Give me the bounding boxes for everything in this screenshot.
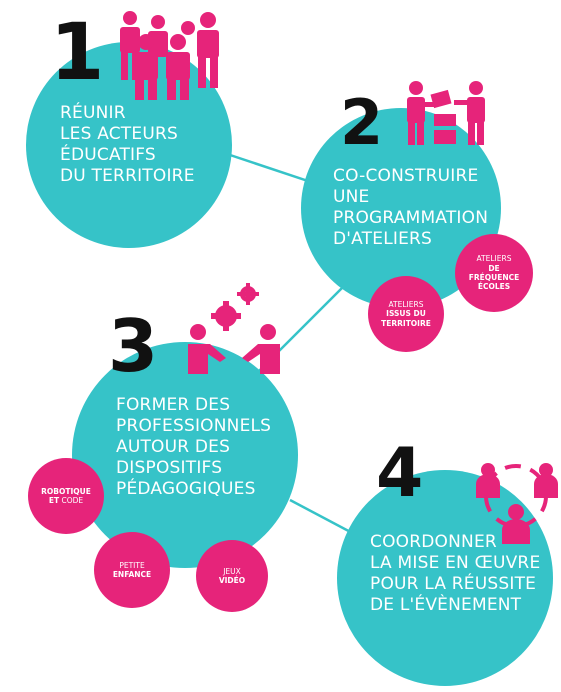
- badge-issus-territoire-bold: ISSUS DU TERRITOIRE: [381, 309, 431, 328]
- badge-petite-enfance: PETITE ENFANCE: [94, 532, 170, 608]
- step-4-line-1: COORDONNER: [370, 532, 497, 552]
- step-1-number: 1: [50, 8, 105, 98]
- step-3-line-5: PÉDAGOGIQUES: [116, 479, 256, 499]
- step-2-line-1: CO-CONSTRUIRE: [333, 166, 479, 186]
- step-2-line-4: D'ATELIERS: [333, 229, 433, 249]
- badge-jeux-video: JEUX VIDÉO: [196, 540, 268, 612]
- people-building-icon: [407, 81, 485, 145]
- step-2-line-2: UNE: [333, 187, 370, 207]
- step-3-line-1: FORMER DES: [116, 395, 231, 415]
- step-4-line-3: POUR LA RÉUSSITE: [370, 574, 537, 594]
- handshake-gears-icon: [188, 283, 280, 374]
- badge-petite-enfance-light: PETITE: [119, 560, 145, 570]
- badge-code-light: CODE: [61, 496, 84, 505]
- people-group-icon: [120, 11, 219, 100]
- badge-frequence-ecoles-bold: DE FRÉQUENCE ÉCOLES: [468, 263, 520, 292]
- badge-robotique-bold: ROBOTIQUE: [41, 486, 91, 496]
- step-3-number: 3: [108, 304, 159, 388]
- people-cycle-icon: [476, 463, 558, 544]
- step-3-line-2: PROFESSIONNELS: [116, 416, 272, 436]
- step-4-text: COORDONNER LA MISE EN ŒUVRE POUR LA RÉUS…: [370, 532, 540, 616]
- badge-jeux-video-light: JEUX: [223, 566, 241, 576]
- step-1-line-4: DU TERRITOIRE: [60, 166, 195, 186]
- step-2-number: 2: [340, 86, 384, 159]
- step-2-text: CO-CONSTRUIRE UNE PROGRAMMATION D'ATELIE…: [333, 166, 488, 250]
- step-1-circle: [26, 42, 232, 248]
- step-4-number: 4: [376, 434, 424, 513]
- step-1-line-2: LES ACTEURS: [60, 124, 178, 144]
- step-4-line-2: LA MISE EN ŒUVRE: [370, 553, 541, 573]
- step-3-line-3: AUTOUR DES: [116, 437, 231, 457]
- badge-robotique-code: ROBOTIQUE ET CODE: [28, 458, 104, 534]
- step-3-circle: [72, 342, 298, 568]
- badge-frequence-ecoles: ATELIERS DE FRÉQUENCE ÉCOLES: [455, 234, 533, 312]
- badge-petite-enfance-bold: ENFANCE: [112, 570, 152, 579]
- badge-issus-territoire-light: ATELIERS: [388, 299, 424, 309]
- step-1-line-3: ÉDUCATIFS: [60, 145, 156, 165]
- badge-frequence-ecoles-light: ATELIERS: [476, 254, 512, 264]
- step-4-line-4: DE L'ÉVÈNEMENT: [370, 595, 522, 615]
- step-3-text: FORMER DES PROFESSIONNELS AUTOUR DES DIS…: [116, 395, 271, 500]
- badge-et-bold: ET: [48, 496, 60, 505]
- step-3-line-4: DISPOSITIFS: [116, 458, 223, 478]
- badge-jeux-video-bold: VIDÉO: [218, 576, 246, 585]
- badge-issus-territoire: ATELIERS ISSUS DU TERRITOIRE: [368, 276, 444, 352]
- step-1-text: RÉUNIR LES ACTEURS ÉDUCATIFS DU TERRITOI…: [60, 103, 195, 187]
- badge-robotique-line: ROBOTIQUE: [41, 487, 91, 496]
- step-2-line-3: PROGRAMMATION: [333, 208, 489, 228]
- badge-code-line: ET CODE: [49, 496, 83, 505]
- step-1-line-1: RÉUNIR: [60, 103, 126, 123]
